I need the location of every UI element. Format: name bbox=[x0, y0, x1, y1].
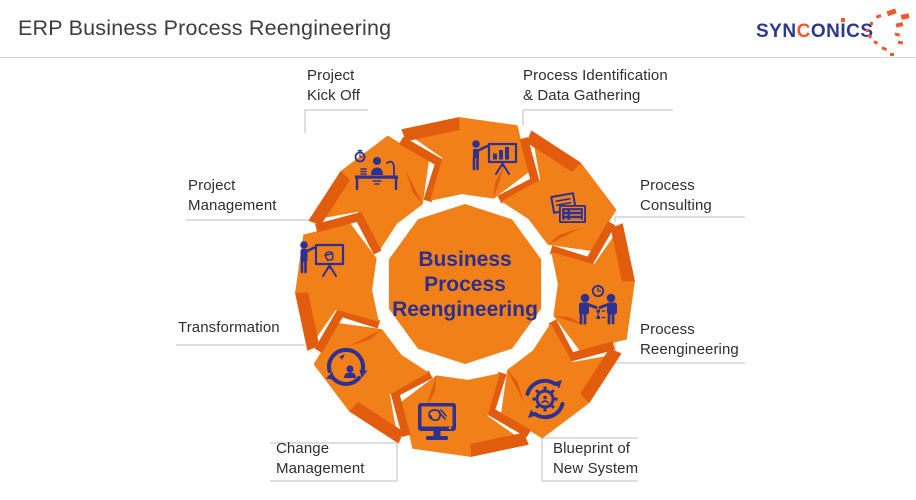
logo-wordmark: SYNCONICS bbox=[756, 21, 874, 43]
logo-text-c: C bbox=[796, 21, 811, 42]
connector-process-consulting bbox=[614, 216, 745, 222]
connector-blueprint bbox=[541, 437, 638, 482]
desk-clock-icon bbox=[354, 149, 398, 191]
presenter-board-icon bbox=[472, 140, 518, 175]
logo-text-i: I bbox=[840, 21, 847, 42]
label-process-consulting: Process Consulting bbox=[640, 177, 712, 214]
label-process-reengineering: Process Reengineering bbox=[640, 321, 739, 358]
synconics-logo: SYNCONICS bbox=[752, 4, 910, 58]
label-change-management: Change Management bbox=[276, 440, 365, 477]
logo-text-syn: SYN bbox=[756, 21, 797, 42]
logo-text-on: ON bbox=[810, 21, 841, 42]
gear-cycle-icon bbox=[525, 378, 565, 420]
center-title: Business Process Reengineering bbox=[392, 248, 538, 321]
label-transformation: Transformation bbox=[178, 319, 280, 336]
connector-project-kick-off bbox=[304, 109, 368, 133]
label-project-management: Project Management bbox=[188, 177, 277, 214]
monitor-design-icon bbox=[418, 403, 456, 440]
page-title: ERP Business Process Reengineering bbox=[18, 16, 392, 40]
person-cycle-icon bbox=[326, 347, 368, 386]
easel-presentation-icon bbox=[300, 241, 345, 277]
label-blueprint-of-new-system: Blueprint of New System bbox=[553, 440, 639, 477]
process-ring bbox=[295, 117, 635, 457]
header-divider bbox=[0, 57, 916, 58]
label-project-kick-off: Project Kick Off bbox=[307, 67, 361, 104]
label-process-identification: Process Identification & Data Gathering bbox=[523, 67, 668, 104]
documents-folder-icon bbox=[550, 192, 586, 223]
ring-segment-transformation bbox=[313, 307, 437, 444]
connector-change-management bbox=[270, 442, 398, 482]
center-decagon bbox=[388, 204, 542, 364]
segment-icons bbox=[300, 140, 617, 440]
logo-text-cs: CS bbox=[846, 21, 874, 42]
connector-process-identification bbox=[522, 109, 673, 126]
logo-confetti-icon bbox=[866, 8, 910, 56]
handshake-clock-icon bbox=[579, 284, 617, 325]
